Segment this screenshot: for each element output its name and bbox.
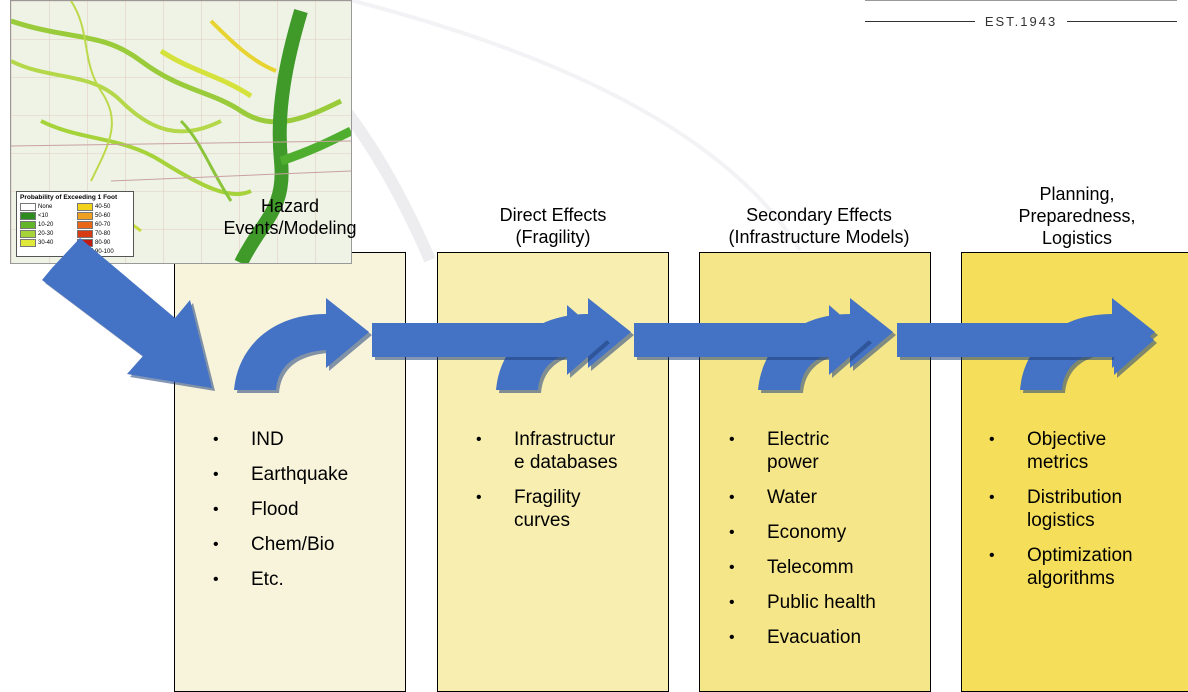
- legend-label: 60-70: [95, 222, 111, 228]
- legend-label: 80-90: [95, 240, 111, 246]
- est-text: EST.1943: [984, 14, 1058, 29]
- logo-est-tagline: EST.1943: [865, 0, 1177, 29]
- legend-swatch: [20, 230, 36, 238]
- legend-entry: 20-30: [20, 230, 73, 238]
- legend-label: 70-80: [95, 231, 111, 237]
- legend-label: 40-50: [95, 204, 111, 210]
- logo-rule-right: [1067, 21, 1177, 22]
- legend-title: Probability of Exceeding 1 Foot: [20, 194, 118, 201]
- direct-effects-list: Infrastructur e databasesFragility curve…: [476, 428, 618, 544]
- legend-entry: 40-50: [77, 203, 130, 211]
- legend-swatch: [20, 203, 36, 211]
- stage-title-line: (Infrastructure Models): [728, 227, 910, 247]
- list-item: Fragility curves: [476, 486, 618, 532]
- stage-title-line: Preparedness,: [1018, 206, 1136, 226]
- legend-swatch: [77, 221, 93, 229]
- list-item: Etc.: [213, 568, 348, 591]
- list-item: Public health: [729, 591, 876, 614]
- legend-label: 10-20: [38, 222, 54, 228]
- list-item: Evacuation: [729, 626, 876, 649]
- curved-arrow-1: [234, 298, 369, 390]
- list-item: Telecomm: [729, 556, 876, 579]
- list-item: Water: [729, 486, 876, 509]
- diagonal-arrow: [42, 238, 212, 388]
- list-item: Chem/Bio: [213, 533, 348, 556]
- legend-swatch: [20, 221, 36, 229]
- logo-top-rule: [865, 0, 1177, 1]
- secondary-effects-list: Electric powerWaterEconomyTelecommPublic…: [729, 428, 876, 661]
- legend-entry: <10: [20, 212, 73, 220]
- list-item: Distribution logistics: [989, 486, 1133, 532]
- list-item: Objective metrics: [989, 428, 1133, 474]
- legend-label: 20-30: [38, 231, 54, 237]
- planning-list: Objective metricsDistribution logisticsO…: [989, 428, 1133, 602]
- flood-probability-map: Probability of Exceeding 1 Foot None 40-5…: [10, 0, 352, 264]
- list-item: Infrastructur e databases: [476, 428, 618, 474]
- stage-title-direct-effects: Direct Effects(Fragility): [437, 204, 669, 252]
- legend-swatch: [20, 212, 36, 220]
- legend-label: 90-100: [95, 249, 114, 255]
- list-item: IND: [213, 428, 348, 451]
- legend-entry: 60-70: [77, 221, 130, 229]
- stage-title-line: Logistics: [1041, 228, 1113, 248]
- legend-label: <10: [38, 213, 49, 219]
- stage-title-line: Hazard: [260, 196, 320, 216]
- legend-swatch: [20, 239, 36, 247]
- legend-label: 50-60: [95, 213, 111, 219]
- stage-title-line: (Fragility): [515, 227, 591, 247]
- list-item: Flood: [213, 498, 348, 521]
- stage-title-planning: Planning,Preparedness,Logistics: [961, 183, 1188, 253]
- legend-entry: 70-80: [77, 230, 130, 238]
- hazard-list: IND EarthquakeFloodChem/BioEtc.: [213, 428, 348, 603]
- legend-label: 30-40: [38, 240, 54, 246]
- legend-entry: 30-40: [20, 239, 73, 247]
- list-item: Optimization algorithms: [989, 544, 1133, 590]
- list-item: Electric power: [729, 428, 876, 474]
- connector-arrow-1: [372, 305, 607, 375]
- list-item: Earthquake: [213, 463, 348, 486]
- stage-title-line: Direct Effects: [499, 205, 607, 225]
- legend-swatch: [77, 203, 93, 211]
- stage-title-line: Secondary Effects: [746, 205, 892, 225]
- stage-title-secondary-effects: Secondary Effects(Infrastructure Models): [699, 204, 939, 252]
- legend-swatch: [77, 212, 93, 220]
- stage-title-line: Events/Modeling: [223, 218, 357, 238]
- connector-arrow-3: [897, 305, 1154, 375]
- legend-entry: 10-20: [20, 221, 73, 229]
- legend-entry: None: [20, 203, 73, 211]
- legend-entry: 50-60: [77, 212, 130, 220]
- list-item: Economy: [729, 521, 876, 544]
- legend-label: None: [38, 204, 53, 210]
- connector-arrow-2: [634, 305, 869, 375]
- stage-title-line: Planning,: [1039, 184, 1115, 204]
- logo-rule-left: [865, 21, 975, 22]
- legend-swatch: [77, 230, 93, 238]
